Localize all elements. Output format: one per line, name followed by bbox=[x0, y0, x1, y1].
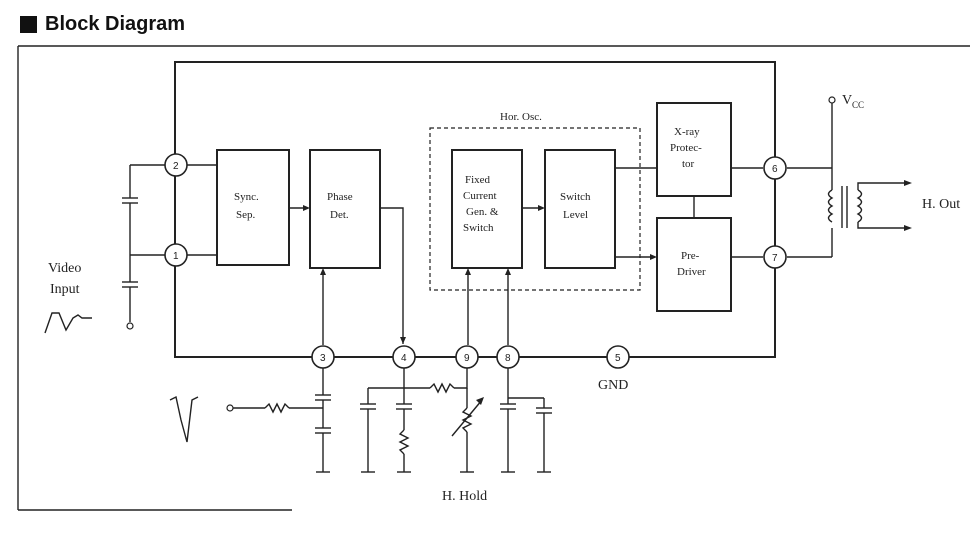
oscillator-region bbox=[429, 127, 641, 291]
hout-label: H. Out bbox=[922, 197, 960, 212]
pin-7-number: 7 bbox=[772, 253, 778, 264]
fixed-current-label-2: Current bbox=[463, 190, 497, 202]
pin-7 bbox=[763, 245, 787, 269]
signal-lines bbox=[187, 164, 763, 345]
external-network: GND bbox=[169, 368, 628, 504]
fixed-current-label-3: Gen. & bbox=[466, 206, 499, 218]
sync-pulse-waveform-icon bbox=[169, 395, 199, 443]
vcc-subscript: CC bbox=[852, 100, 864, 110]
transformer-primary-icon bbox=[827, 189, 834, 223]
sync-sep-block: Sync. Sep. bbox=[216, 149, 290, 266]
fixed-current-block: Fixed Current Gen. & Switch bbox=[451, 149, 523, 269]
pin-5-number: 5 bbox=[615, 353, 621, 364]
switch-level-label-1: Switch bbox=[560, 191, 591, 203]
sync-sep-label-1: Sync. bbox=[234, 191, 259, 203]
vcc-terminal-icon bbox=[828, 96, 836, 104]
diagram-title: Block Diagram bbox=[45, 12, 186, 35]
pin-6 bbox=[763, 156, 787, 180]
fixed-current-label-4: Switch bbox=[463, 222, 494, 234]
outer-frame bbox=[17, 45, 970, 511]
header-square-icon bbox=[20, 15, 37, 33]
output-network: V CC H. Out bbox=[787, 93, 960, 258]
pin-4-number: 4 bbox=[401, 353, 407, 364]
video-label: Video bbox=[48, 261, 81, 276]
video-input-network: Video Input bbox=[44, 164, 165, 334]
pin-3-number: 3 bbox=[320, 353, 326, 364]
diagram-header: Block Diagram bbox=[20, 9, 185, 39]
video-waveform-icon bbox=[44, 312, 92, 334]
xray-label-2: Protec- bbox=[670, 142, 702, 154]
pre-driver-label-1: Pre- bbox=[681, 250, 700, 262]
vcc-label: V bbox=[842, 93, 852, 108]
xray-label-1: X-ray bbox=[674, 126, 700, 138]
hhold-label: H. Hold bbox=[442, 489, 487, 504]
transformer-secondary-icon bbox=[856, 189, 863, 223]
sync-sep-label-2: Sep. bbox=[236, 209, 256, 221]
pin-markers: 2 1 3 4 9 8 5 6 7 bbox=[164, 153, 787, 369]
phase-det-label-2: Det. bbox=[330, 209, 349, 221]
xray-protector-block: X-ray Protec- tor bbox=[656, 102, 732, 197]
pin-9-number: 9 bbox=[464, 353, 470, 364]
xray-label-3: tor bbox=[682, 158, 695, 170]
switch-level-block: Switch Level bbox=[544, 149, 616, 269]
fixed-current-label-1: Fixed bbox=[465, 174, 491, 186]
phase-det-block: Phase Det. bbox=[309, 149, 381, 269]
pin-1-number: 1 bbox=[173, 251, 179, 262]
pre-driver-block: Pre- Driver bbox=[656, 217, 732, 312]
pin-6-number: 6 bbox=[772, 164, 778, 175]
phase-det-label-1: Phase bbox=[327, 191, 353, 203]
pre-driver-label-2: Driver bbox=[677, 266, 706, 278]
switch-level-label-2: Level bbox=[563, 209, 588, 221]
pin-5 bbox=[606, 345, 630, 369]
pin-8-number: 8 bbox=[505, 353, 511, 364]
oscillator-label: Hor. Osc. bbox=[500, 111, 542, 123]
input-label: Input bbox=[50, 282, 80, 297]
gnd-label: GND bbox=[598, 378, 628, 393]
pin-2-number: 2 bbox=[173, 161, 179, 172]
